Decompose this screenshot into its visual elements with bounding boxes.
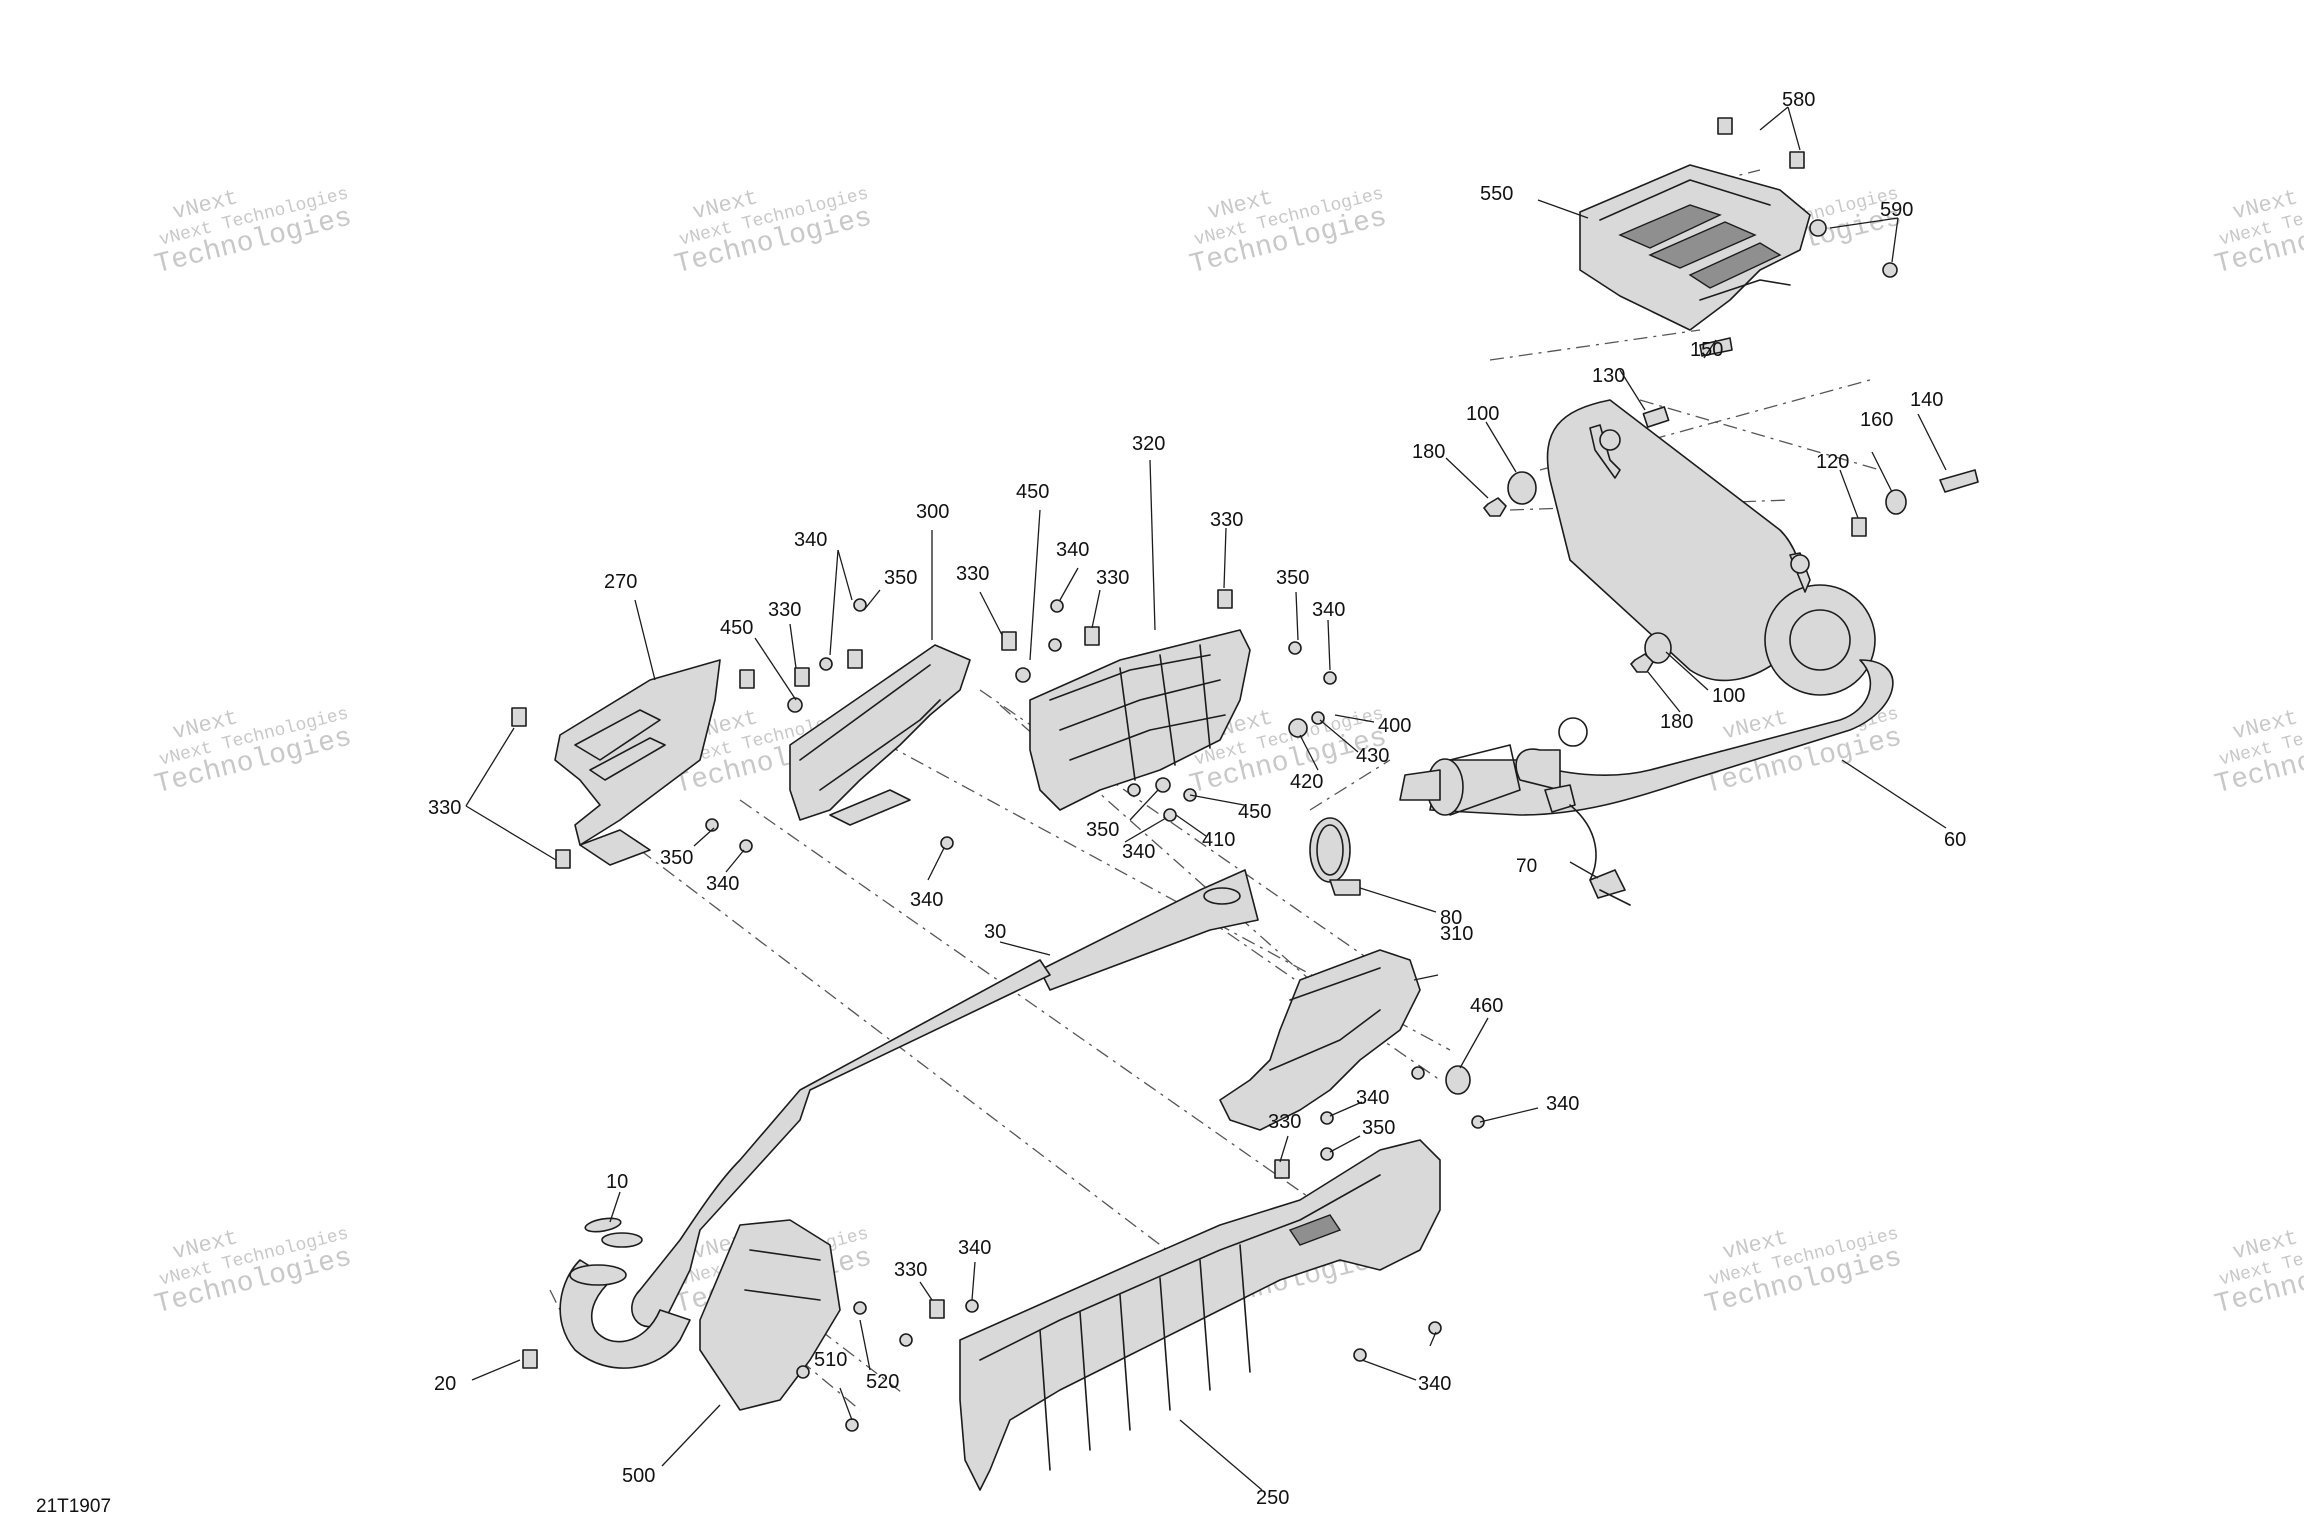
fasteners	[511, 117, 1979, 1432]
part-callouts: 580 550 590 150 130 100 180 140 160 120 …	[428, 89, 1966, 1509]
heat-shield-310	[1219, 949, 1421, 1131]
callout-340: 340	[794, 529, 827, 551]
callout-420: 420	[1290, 771, 1323, 793]
callout-460: 460	[1470, 995, 1503, 1017]
callout-340-c: 340	[1312, 599, 1345, 621]
callout-10: 10	[606, 1171, 628, 1193]
callout-330-e: 330	[428, 797, 461, 819]
callout-450-c: 450	[720, 617, 753, 639]
callout-70: 70	[1516, 856, 1537, 877]
callout-330-c: 330	[1210, 509, 1243, 531]
callout-550: 550	[1480, 183, 1513, 205]
watermark: vNext vNext Technologies Technologies	[152, 704, 355, 801]
callout-450: 450	[1016, 481, 1049, 503]
heat-shield-500	[699, 1219, 841, 1411]
callout-410: 410	[1202, 829, 1235, 851]
figure-reference: 21T1907	[36, 1496, 111, 1517]
exhaust-pipe-curve-10	[559, 1232, 691, 1369]
callout-330: 330	[956, 563, 989, 585]
callout-300: 300	[916, 501, 949, 523]
callout-100-lower: 100	[1712, 685, 1745, 707]
heat-shield-550	[1579, 164, 1811, 331]
callout-130: 130	[1592, 365, 1625, 387]
callout-450-b: 450	[1238, 801, 1271, 823]
callout-150: 150	[1690, 339, 1723, 361]
callout-350: 350	[884, 567, 917, 589]
callout-340-e: 340	[706, 873, 739, 895]
callout-320: 320	[1132, 433, 1165, 455]
callout-400: 400	[1378, 715, 1411, 737]
callout-160: 160	[1860, 409, 1893, 431]
leader-lines	[465, 106, 1947, 1491]
clamp-80	[1309, 817, 1361, 896]
callout-340-i: 340	[958, 1237, 991, 1259]
callout-340-b: 340	[1056, 539, 1089, 561]
watermark: vNext vNext Technologies Technologies	[2212, 1224, 2304, 1321]
oxygen-sensor-70	[1544, 784, 1631, 906]
callout-20: 20	[434, 1373, 456, 1395]
callout-340-g: 340	[1356, 1087, 1389, 1109]
callout-340-f: 340	[910, 889, 943, 911]
callout-520: 520	[866, 1371, 899, 1393]
callout-340-j: 340	[1418, 1373, 1451, 1395]
heat-shield-300	[789, 644, 971, 826]
callout-580: 580	[1782, 89, 1815, 111]
callout-270: 270	[604, 571, 637, 593]
callout-80: 80	[1440, 907, 1462, 929]
callout-330-b: 330	[1096, 567, 1129, 589]
callout-180: 180	[1412, 441, 1445, 463]
callout-350-c: 350	[1086, 819, 1119, 841]
muffler-mount-bracket	[1589, 424, 1811, 593]
callout-140: 140	[1910, 389, 1943, 411]
callout-330-d: 330	[768, 599, 801, 621]
heat-shield-270	[554, 659, 721, 866]
callout-350-d: 350	[660, 847, 693, 869]
callout-430: 430	[1356, 745, 1389, 767]
watermark: vNext vNext Technologies Technologies	[672, 184, 875, 281]
watermark: vNext vNext Technologies Technologies	[2212, 184, 2304, 281]
callout-510: 510	[814, 1349, 847, 1371]
callout-30: 30	[984, 921, 1006, 943]
callout-350-b: 350	[1276, 567, 1309, 589]
callout-340-d: 340	[1122, 841, 1155, 863]
callout-500: 500	[622, 1465, 655, 1487]
callout-330-f: 330	[1268, 1111, 1301, 1133]
callout-350-e: 350	[1362, 1117, 1395, 1139]
callout-340-h: 340	[1546, 1093, 1579, 1115]
callout-250: 250	[1256, 1487, 1289, 1509]
heat-shield-320	[1029, 629, 1251, 811]
watermark: vNext vNext Technologies Technologies	[2212, 704, 2304, 801]
callout-180-lower: 180	[1660, 711, 1693, 733]
callout-310: 310	[1440, 923, 1473, 945]
callout-60: 60	[1944, 829, 1966, 851]
watermark: vNext vNext Technologies Technologies	[152, 1224, 355, 1321]
watermark: vNext vNext Technologies Technologies	[1187, 184, 1390, 281]
watermarks: vNext vNext Technologies Technologies vN…	[152, 184, 2304, 1321]
callout-330-g: 330	[894, 1259, 927, 1281]
heat-shield-250	[959, 1139, 1441, 1491]
callout-590: 590	[1880, 199, 1913, 221]
callout-120: 120	[1816, 451, 1849, 473]
callout-100: 100	[1466, 403, 1499, 425]
watermark: vNext vNext Technologies Technologies	[152, 184, 355, 281]
watermark: vNext vNext Technologies Technologies	[1702, 1224, 1905, 1321]
